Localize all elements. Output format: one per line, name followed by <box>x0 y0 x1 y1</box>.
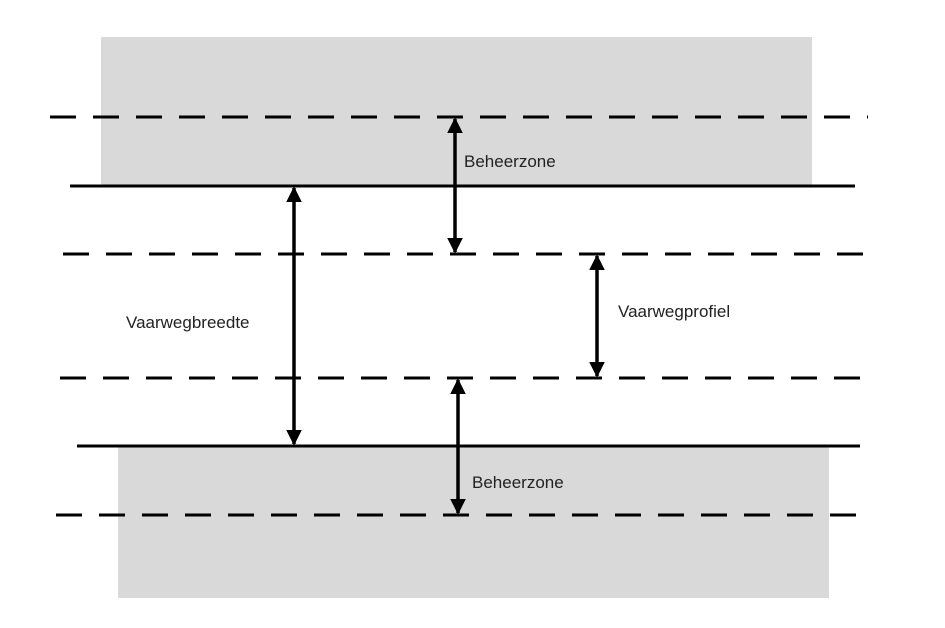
label-vaarwegprofiel: Vaarwegprofiel <box>618 302 730 321</box>
label-vaarwegbreedte: Vaarwegbreedte <box>126 313 250 332</box>
label-beheerzone-bottom: Beheerzone <box>472 473 564 492</box>
label-beheerzone-top: Beheerzone <box>464 152 556 171</box>
beheerzone-bottom-area <box>118 447 829 598</box>
